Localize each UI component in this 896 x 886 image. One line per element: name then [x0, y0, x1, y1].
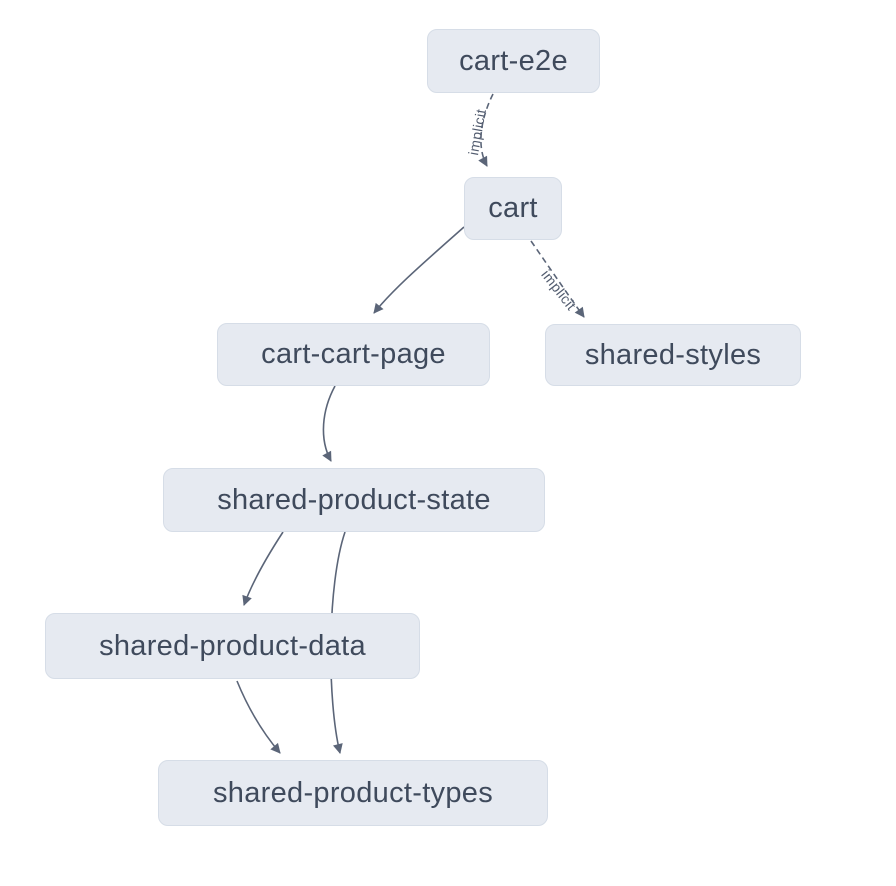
- node-label-shared-product-data: shared-product-data: [99, 630, 366, 663]
- graph-node-shared-product-state[interactable]: shared-product-state: [163, 468, 545, 532]
- node-label-cart-e2e: cart-e2e: [459, 45, 568, 78]
- graph-node-shared-styles[interactable]: shared-styles: [545, 324, 801, 386]
- graph-node-cart-cart-page[interactable]: cart-cart-page: [217, 323, 490, 386]
- graph-node-cart-e2e[interactable]: cart-e2e: [427, 29, 600, 93]
- node-label-cart-cart-page: cart-cart-page: [261, 338, 446, 371]
- edge-cart-to-cart-cart-page: [374, 227, 464, 313]
- edge-label-cart-e2e-to-cart: implicit: [465, 108, 489, 157]
- graph-node-shared-product-types[interactable]: shared-product-types: [158, 760, 548, 826]
- edge-label-cart-to-shared-styles: implicit: [538, 267, 579, 314]
- graph-node-cart[interactable]: cart: [464, 177, 562, 240]
- edge-cart-cart-page-to-shared-product-state: [323, 386, 335, 461]
- node-label-shared-product-state: shared-product-state: [217, 484, 491, 517]
- edge-shared-product-state-to-shared-product-data: [244, 532, 283, 605]
- edge-shared-product-data-to-shared-product-types: [237, 681, 280, 753]
- node-label-cart: cart: [488, 192, 538, 225]
- graph-node-shared-product-data[interactable]: shared-product-data: [45, 613, 420, 679]
- node-label-shared-styles: shared-styles: [585, 339, 761, 372]
- node-label-shared-product-types: shared-product-types: [213, 777, 493, 810]
